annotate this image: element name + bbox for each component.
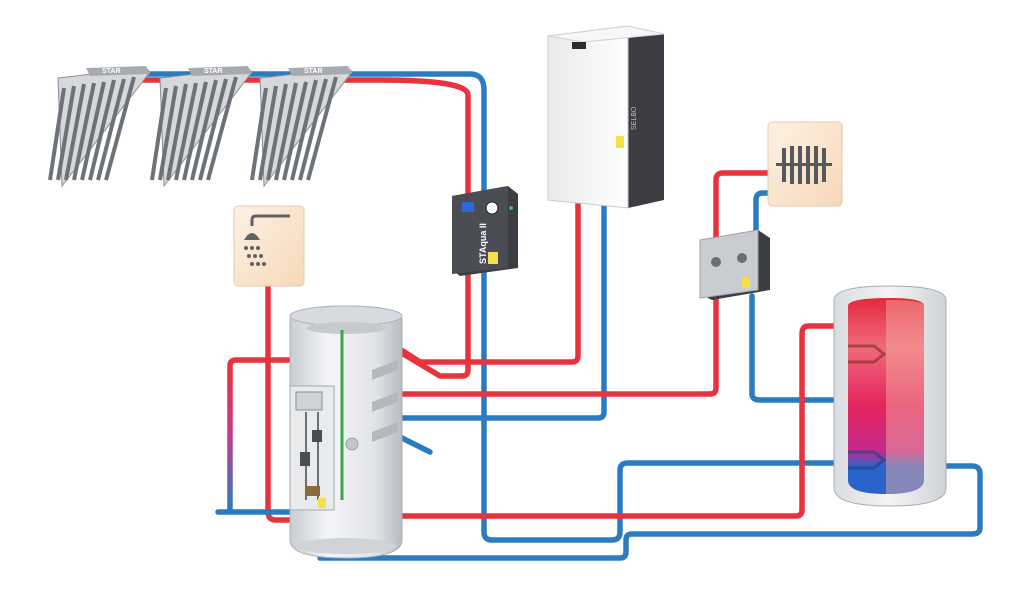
hot-water-storage-tank xyxy=(289,305,403,559)
solar-collector-2: STAR xyxy=(150,66,253,188)
radiator-icon xyxy=(776,146,832,184)
buffer-charge-pipe xyxy=(327,323,851,519)
heat-source-flow-pipe xyxy=(395,197,581,365)
heat-source-unit: SELBO xyxy=(547,25,665,209)
valve-knob-left xyxy=(711,257,721,267)
buffer-lower-coil xyxy=(848,450,887,470)
radiator-flow-pipe-lower xyxy=(399,293,719,397)
buffer-upper-coil xyxy=(848,344,887,364)
radiator-flow-pipe xyxy=(713,170,775,243)
collector-brand-label: STAR xyxy=(304,68,323,75)
collector-flow-pipe xyxy=(115,77,471,203)
radiator-return-pipe-lower xyxy=(749,293,849,403)
solar-collector-3: STAR xyxy=(250,66,353,188)
solar-collector-array: STAR STAR STAR xyxy=(48,66,353,188)
mixing-valve-box xyxy=(699,229,770,300)
warning-sticker xyxy=(742,278,750,288)
collector-flow-pipe-lower xyxy=(397,267,471,379)
heat-source-return-pipe xyxy=(399,197,607,421)
shower-tile xyxy=(233,205,305,287)
solar-collector-1: STAR xyxy=(48,66,151,188)
unit-display xyxy=(572,42,586,49)
radiator-tile xyxy=(767,121,843,207)
valve-knob-right xyxy=(737,253,747,263)
warning-sticker xyxy=(318,498,326,508)
buffer-storage-tank xyxy=(833,285,947,507)
collector-return-pipe xyxy=(127,71,487,203)
solar-controller: STAqua II xyxy=(452,186,518,276)
warning-sticker xyxy=(488,252,498,264)
controller-display xyxy=(462,202,474,212)
warning-sticker xyxy=(616,136,624,148)
unit-brand-label: SELBO xyxy=(631,106,638,130)
controller-brand-label: STAqua II xyxy=(478,223,488,264)
collector-brand-label: STAR xyxy=(204,68,223,75)
mixed-pipe xyxy=(227,357,303,513)
collector-brand-label: STAR xyxy=(102,68,121,75)
radiator-return-pipe xyxy=(753,190,775,243)
collector-return-pipe-lower xyxy=(481,267,869,543)
solar-collector-icon xyxy=(250,76,338,181)
shower-icon xyxy=(244,214,290,266)
pipe-network xyxy=(115,71,983,561)
solar-collector-icon xyxy=(48,76,136,181)
controller-gauge xyxy=(485,201,499,215)
buffer-return-pipe xyxy=(317,463,983,561)
solar-collector-icon xyxy=(150,76,238,181)
tank-pump-module xyxy=(289,385,335,511)
tank-outlet-pipe xyxy=(395,433,433,455)
